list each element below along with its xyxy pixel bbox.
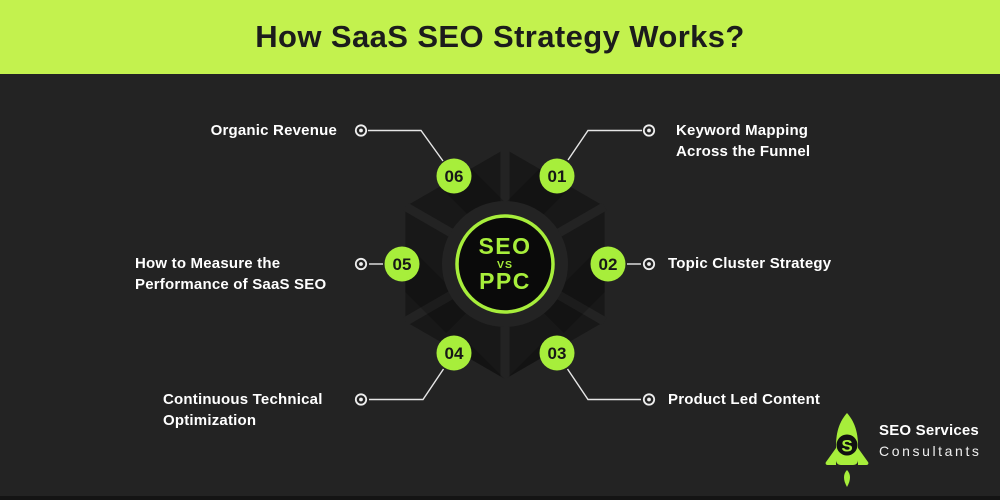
step-label-keyword-mapping: Keyword Mapping Across the Funnel [676,122,811,160]
bullet-icon [642,257,656,271]
brand-logo-text: SEO Services Consultants [879,412,982,459]
step-label-measure-performance: How to Measure the Performance of SaaS S… [135,255,327,293]
center-badge-text: SEO VS PPC [478,233,531,294]
bullet-icon [354,124,368,137]
step-label-technical-optimization: Continuous Technical Optimization [163,391,323,429]
page-title: How SaaS SEO Strategy Works? [255,19,745,54]
step-node-06: 06 [436,158,472,194]
step-number-05: 05 [393,255,412,274]
step-node-02: 02 [590,246,626,282]
brand-logo: S SEO Services Consultants [823,412,982,488]
step-node-05: 05 [384,246,420,282]
step-number-01: 01 [548,167,567,186]
center-badge [455,214,555,314]
bullet-icon [354,393,368,406]
step-label-topic-cluster: Topic Cluster Strategy [668,255,832,272]
step-node-01: 01 [539,158,575,194]
center-middle-text: VS [497,259,513,271]
brand-name: SEO Services [879,422,979,439]
center-bottom-text: PPC [479,268,531,294]
bullet-icon [642,393,656,406]
bullet-icon [642,124,656,137]
brand-subtitle: Consultants [879,443,982,459]
center-top-text: SEO [478,233,531,259]
step-label-product-led-content: Product Led Content [668,391,821,408]
step-node-03: 03 [539,335,575,371]
logo-monogram: S [841,437,852,456]
step-label-organic-revenue: Organic Revenue [210,122,337,139]
bullet-icon [354,257,368,271]
step-node-04: 04 [436,335,472,371]
step-number-06: 06 [445,167,464,186]
step-number-02: 02 [599,255,618,274]
connector-lines [368,129,642,401]
bottom-edge-strip [0,496,1000,500]
step-number-03: 03 [548,344,567,363]
header-banner: How SaaS SEO Strategy Works? [0,0,1000,74]
rocket-icon: S [825,413,869,487]
step-number-04: 04 [445,344,464,363]
bullet-markers [354,124,656,406]
